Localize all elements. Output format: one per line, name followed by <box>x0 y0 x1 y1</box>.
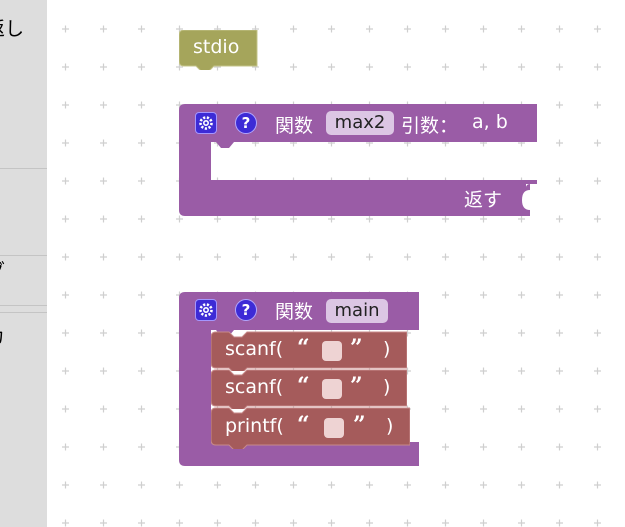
function-max2-block[interactable]: ? 関数 max2 引数： a, b 返す <box>179 104 537 218</box>
scanf-statement-block[interactable]: scanf( “ ” ) <box>211 369 407 409</box>
toolbox-divider <box>0 255 47 256</box>
printf-statement-block[interactable]: printf( “ ” ) <box>211 407 410 449</box>
stdio-include-block[interactable]: stdio <box>179 30 259 70</box>
function-main-block[interactable]: ? 関数 main <box>179 292 419 468</box>
gear-icon[interactable] <box>195 112 217 134</box>
scanf-statement-block[interactable]: scanf( “ ” ) <box>211 331 407 371</box>
toolbox-sidebar: 返し J グ カ <box>0 0 47 527</box>
open-quote: “ <box>297 373 310 399</box>
gear-icon[interactable] <box>195 299 217 321</box>
function-call-label: printf( <box>225 415 284 437</box>
blockly-workspace[interactable]: stdio ? 関数 max2 引数： a, b 返す ? 関数 main sc… <box>47 0 625 527</box>
toolbox-divider <box>0 305 47 306</box>
help-icon[interactable]: ? <box>235 112 257 134</box>
toolbox-category-item[interactable]: J <box>0 92 47 114</box>
help-icon[interactable]: ? <box>235 299 257 321</box>
close-quote: ” <box>353 412 366 438</box>
toolbox-category-label: グ <box>0 260 5 282</box>
return-label: 返す <box>464 189 503 211</box>
stdio-label: stdio <box>193 36 240 58</box>
close-paren: ) <box>383 338 391 360</box>
format-string-field[interactable] <box>324 418 344 438</box>
function-keyword: 関数 <box>275 115 314 137</box>
format-string-field[interactable] <box>322 341 342 361</box>
toolbox-category-item[interactable]: カ <box>0 326 47 348</box>
close-quote: ” <box>350 335 363 361</box>
close-paren: ) <box>386 415 394 437</box>
function-keyword: 関数 <box>275 301 314 323</box>
toolbox-category-item[interactable]: 返し <box>0 18 47 40</box>
toolbox-divider <box>0 312 47 313</box>
toolbox-category-label: カ <box>0 326 5 348</box>
params-list: a, b <box>472 111 508 133</box>
statement-shape <box>211 369 407 409</box>
params-label: 引数： <box>401 115 459 137</box>
format-string-field[interactable] <box>322 379 342 399</box>
function-call-label: scanf( <box>225 338 284 360</box>
stdio-block-shape <box>179 30 258 70</box>
statement-shape <box>211 407 410 449</box>
toolbox-divider <box>0 168 47 169</box>
toolbox-category-item[interactable]: グ <box>0 260 47 282</box>
function-name-field[interactable]: main <box>326 299 388 323</box>
function-max2-shape <box>179 104 537 216</box>
close-paren: ) <box>383 376 391 398</box>
function-call-label: scanf( <box>225 376 284 398</box>
function-name-field[interactable]: max2 <box>326 111 394 135</box>
close-quote: ” <box>350 373 363 399</box>
toolbox-category-label: 返し <box>0 18 25 40</box>
statement-shape <box>211 331 407 371</box>
open-quote: “ <box>297 335 310 361</box>
open-quote: “ <box>297 412 310 438</box>
